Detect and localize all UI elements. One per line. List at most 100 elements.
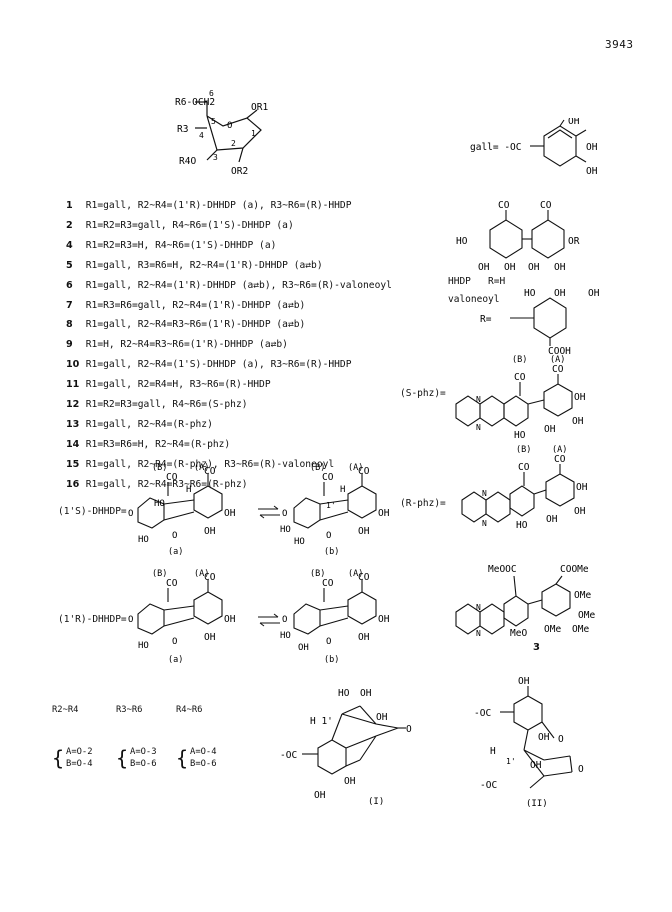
structure-I-ho: HO (338, 688, 350, 699)
s-phz-n-2: N (476, 423, 481, 432)
dhhdp-1r-b-ring-a: (A) (348, 569, 363, 579)
dhhdp-1r-a-ring-a: (A) (194, 569, 209, 579)
compound-row: 11 R1=gall, R2=R4=H, R3~R6=(R)-HHDP (66, 375, 392, 395)
structure-I-ketone-o: O (406, 724, 412, 735)
compound-3-meooc: MeOOC (488, 564, 517, 575)
dhhdp-1r-structure-a: (B) (A) CO CO O HO O OH OH (a) (128, 569, 236, 664)
dhhdp-1r-a-label: (a) (168, 655, 183, 664)
glucose-c6-label: 6 (209, 89, 214, 98)
valoneoyl-cooh: COOH (548, 346, 571, 356)
structure-I-h1: H 1' (310, 716, 333, 727)
dhhdp-1r-a-o-ring: O (172, 637, 177, 647)
compound-row: 16 R1=gall, R2~R4=R3~R6=(R-phz) (66, 475, 392, 495)
valoneoyl-ho: HO (524, 288, 536, 299)
compound-definition: R1=gall, R3=R6=H, R2~R4=(1'R)-DHHDP (a⇄b… (85, 259, 323, 271)
hhdp-oh-1: OH (478, 262, 490, 273)
compound-definition: R1=gall, R2~R4=(R-phz) (85, 418, 213, 430)
valoneoyl-r-eq: R= (480, 314, 492, 325)
dhhdp-1s-a-ring-a: (A) (194, 463, 209, 473)
dhhdp-1r-a-o-ketone: O (128, 615, 133, 625)
valoneoyl-oh-1: OH (554, 288, 566, 299)
dhhdp-1s-b-ring-b: (B) (310, 463, 325, 473)
dhhdp-1r-b-o-ring: O (326, 637, 331, 647)
hhdp-oh-4: OH (554, 262, 566, 273)
glucose-c1-label: 1 (251, 129, 256, 138)
s-phz-co-2: CO (552, 364, 564, 375)
dhhdp-1s-b-co-1: CO (322, 472, 334, 483)
equilibrium-arrow-2 (258, 613, 280, 627)
compound-row: 9 R1=H, R2~R4=R3~R6=(1'R)-DHHDP (a⇄b) (66, 335, 392, 355)
compound-number: 9 (66, 339, 73, 351)
compound-number: 4 (66, 239, 73, 251)
structure-II-ketone-o: O (578, 764, 584, 775)
structure-II-oh-lower: OH (530, 760, 542, 771)
compound-row: 15 R1=gall, R2~R4=(R-phz), R3~R6=(R)-val… (66, 455, 392, 475)
legend-r2-r4-a: A=O-2 (66, 747, 93, 757)
valoneoyl-label: valoneoyl (448, 294, 500, 305)
compound-definition: R1=gall, R2~R4=(1'R)-DHHDP (a⇄b), R3~R6=… (85, 279, 392, 291)
legend-head-r3-r6: R3~R6 (116, 705, 143, 715)
compound-number: 13 (66, 418, 80, 430)
compound-row: 6 R1=gall, R2~R4=(1'R)-DHHDP (a⇄b), R3~R… (66, 276, 392, 296)
legend-r3-r6-b: B=O-6 (130, 759, 157, 769)
dhhdp-1r-a-ho: HO (138, 641, 149, 651)
structure-II: OH -OC OH O H 1' OH O -OC (II) (474, 676, 584, 809)
dhhdp-1s-label: (1'S)-DHHDP= (58, 506, 127, 517)
dhhdp-1r-b-oh-ring: OH (298, 643, 309, 653)
compound-3-structure: MeOOC COOMe N N OMe OMe OMe OMe MeO (455, 564, 595, 639)
dhhdp-1s-a-co-1: CO (166, 472, 178, 483)
dhhdp-1r-a-co-2: CO (204, 572, 216, 583)
glucose-r6-label: R6-OCH2 (175, 97, 215, 108)
compound-number: 1 (66, 200, 73, 211)
compound-definition: R1=R2=R3=gall, R4~R6=(S-phz) (85, 399, 248, 411)
dhhdp-1s-b-co-2: CO (358, 466, 370, 477)
compound-3-ome-2: OMe (578, 610, 595, 621)
compound-number: 16 (66, 478, 80, 490)
compound-number: 11 (66, 379, 80, 391)
valoneoyl-oh-2: OH (588, 288, 600, 299)
compound-row: 8 R1=gall, R2~R4=R3~R6=(1'R)-DHHDP (a⇄b) (66, 315, 392, 335)
r-phz-oh-2: OH (546, 514, 558, 525)
dhhdp-1r-b-oh-2: OH (358, 632, 370, 643)
structure-I: HO OH OH H 1' O -OC OH OH (I) (280, 688, 412, 807)
hhdp-structure: CO CO HO OR OH OH OH OH (456, 200, 580, 273)
legend-r4-r6-a: A=O-4 (190, 747, 217, 757)
dhhdp-1s-a-oh-1: OH (224, 508, 236, 519)
dhhdp-1r-a-co-1: CO (166, 578, 178, 589)
dhhdp-1s-a-co-2: CO (204, 466, 216, 477)
compound-definition: R1=R3=R6=gall, R2~R4=(1'R)-DHHDP (a⇄b) (85, 299, 306, 311)
glucose-r4o-label: R4O (179, 156, 196, 167)
glucose-c3-label: 3 (213, 153, 218, 162)
r-phz-co-2: CO (554, 454, 566, 465)
hhdp-co-right: CO (540, 200, 552, 211)
structure-I-oh-right: OH (376, 712, 388, 723)
s-phz-oh-2: OH (544, 424, 556, 435)
compound-3-n-2: N (476, 629, 481, 638)
dhhdp-1s-a-o-ring: O (172, 531, 177, 541)
page-number: 3943 (605, 38, 634, 51)
r-phz-ring-a: (A) (552, 445, 567, 455)
legend-r3-r6-a: A=O-3 (130, 747, 157, 757)
compound-3-coome: COOMe (560, 564, 589, 575)
hhdp-ho-left: HO (456, 236, 468, 247)
dhhdp-1s-structure-b: (B) (A) CO CO H 1' O HO HO O OH OH (b) (280, 463, 390, 556)
glucose-or2-label: OR2 (231, 166, 248, 177)
compound-definition: R1=gall, R2~R4=R3~R6=(1'R)-DHHDP (a⇄b) (85, 319, 306, 331)
compound-number: 12 (66, 399, 80, 411)
dhhdp-1s-b-oh-1: OH (378, 508, 390, 519)
structure-I-label: (I) (368, 797, 384, 807)
r-phz-oh-3: OH (574, 506, 586, 517)
s-phz-ring-b: (B) (512, 355, 527, 365)
compound-row: 1 R1=gall, R2~R4=(1'R)-DHHDP (a), R3~R6=… (66, 196, 392, 216)
dhhdp-1r-b-co-1: CO (322, 578, 334, 589)
compound-definition: R1=H, R2~R4=R3~R6=(1'R)-DHHDP (a⇄b) (85, 339, 288, 351)
compound-definition: R1=R3=R6=H, R2~R4=(R-phz) (85, 438, 231, 450)
hhdp-co-left: CO (498, 200, 510, 211)
dhhdp-1s-a-h: H (186, 485, 191, 495)
s-phz-label: (S-phz)= (400, 388, 446, 399)
dhhdp-1s-b-1prime: 1' (326, 501, 336, 510)
gall-oh-2: OH (586, 142, 598, 153)
compound-number: 2 (66, 219, 73, 231)
structure-II-oc-upper: -OC (474, 708, 491, 719)
